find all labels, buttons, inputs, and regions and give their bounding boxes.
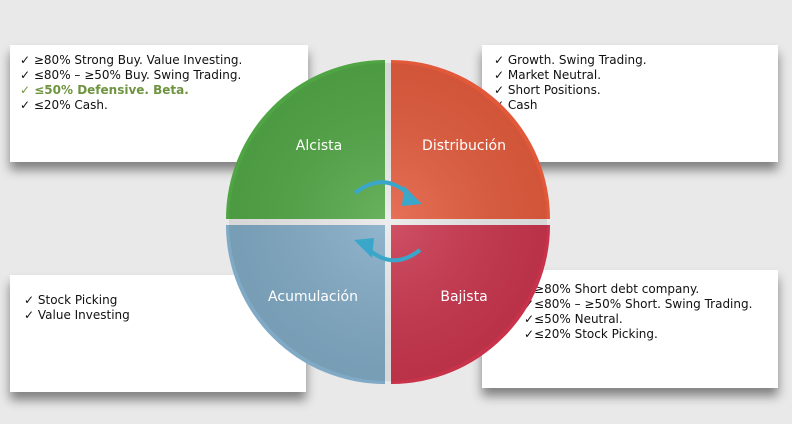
label-acumulacion: Acumulación [268,289,358,305]
note-line: ✓ Stock Picking [24,293,118,307]
bearish-notes-box: ✓≥80% Short debt company. ✓≤80% – ≥50% S… [482,270,778,388]
note-line: ✓ Value Investing [24,308,130,322]
note-line-highlighted: ✓ ≤50% Defensive. Beta. [20,83,189,97]
note-line: ✓≤50% Neutral. [524,312,623,326]
bullish-notes-box: ✓ ≥80% Strong Buy. Value Investing. ✓ ≤8… [10,45,308,162]
note-line: ✓≤80% – ≥50% Short. Swing Trading. [524,297,753,311]
note-line: ✓≤20% Stock Picking. [524,327,658,341]
note-line: ✓ Market Neutral. [494,68,602,82]
note-line: ✓ ≤20% Cash. [20,98,108,112]
note-line: ✓≥80% Short debt company. [524,282,700,296]
note-line: ✓ ≥80% Strong Buy. Value Investing. [20,53,243,67]
distribution-notes-box: ✓ Growth. Swing Trading. ✓ Market Neutra… [482,45,778,162]
note-line: ✓ ≤80% – ≥50% Buy. Swing Trading. [20,68,242,82]
label-distribucion: Distribución [422,138,506,154]
note-line: ✓ Growth. Swing Trading. [494,53,647,67]
note-line: ✓ Short Positions. [494,83,601,97]
label-alcista: Alcista [295,138,343,154]
label-bajista: Bajista [440,289,488,305]
